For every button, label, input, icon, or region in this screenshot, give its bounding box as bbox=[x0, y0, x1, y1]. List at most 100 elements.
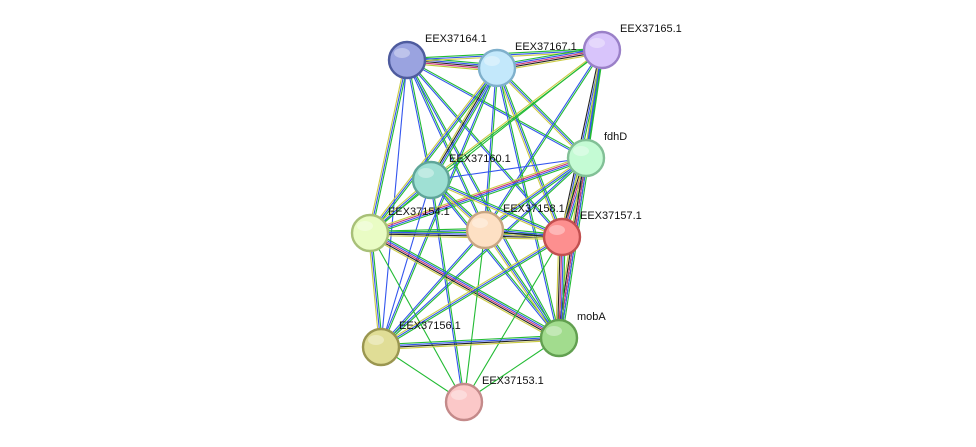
node-moba[interactable]: mobA bbox=[539, 311, 606, 358]
node-label: EEX37157.1 bbox=[580, 210, 642, 222]
edge-line bbox=[381, 338, 560, 349]
edge-line bbox=[430, 48, 602, 180]
edge-line bbox=[380, 335, 559, 346]
edge-line bbox=[369, 234, 562, 240]
edge-eex37158-1-moba bbox=[483, 228, 561, 340]
edge-line bbox=[405, 60, 559, 339]
node-eex37158-1[interactable]: EEX37158.1 bbox=[465, 203, 565, 250]
node-fdhd[interactable]: fdhD bbox=[566, 131, 627, 178]
edge-line bbox=[431, 68, 499, 181]
edge-line bbox=[497, 67, 561, 338]
node-highlight bbox=[573, 146, 589, 156]
node-circle[interactable] bbox=[582, 30, 622, 70]
node-label: EEX37154.1 bbox=[388, 206, 450, 218]
node-eex37164-1[interactable]: EEX37164.1 bbox=[387, 33, 487, 80]
edge-eex37167-1-fdhd bbox=[495, 66, 588, 160]
edge-eex37154-1-moba bbox=[368, 229, 561, 342]
edge-line bbox=[429, 180, 559, 339]
edge-line bbox=[380, 236, 563, 348]
node-label: EEX37158.1 bbox=[503, 203, 565, 215]
edge-line bbox=[463, 236, 563, 403]
node-label: EEX37153.1 bbox=[482, 375, 544, 387]
edge-line bbox=[484, 157, 587, 231]
node-circle[interactable] bbox=[477, 48, 517, 88]
edge-line bbox=[380, 336, 559, 347]
edge-line bbox=[370, 68, 499, 235]
edge-line bbox=[495, 68, 586, 160]
edge-line bbox=[369, 155, 586, 232]
node-circle[interactable] bbox=[387, 40, 427, 80]
node-highlight bbox=[418, 168, 434, 178]
edge-line bbox=[369, 156, 586, 233]
edge-line bbox=[483, 230, 559, 340]
edge-line bbox=[368, 235, 558, 342]
node-highlight bbox=[546, 326, 562, 336]
edge-eex37160-1-eex37156-1 bbox=[380, 179, 432, 348]
edge-line bbox=[380, 59, 408, 348]
edge-line bbox=[485, 228, 561, 338]
node-eex37165-1[interactable]: EEX37165.1 bbox=[582, 23, 682, 70]
node-circle[interactable] bbox=[444, 382, 484, 422]
edge-line bbox=[463, 229, 486, 403]
node-highlight bbox=[451, 390, 467, 400]
node-highlight bbox=[472, 218, 488, 228]
edge-line bbox=[370, 231, 563, 237]
node-eex37160-1[interactable]: EEX37160.1 bbox=[411, 153, 511, 200]
node-highlight bbox=[589, 38, 605, 48]
edge-line bbox=[496, 67, 587, 159]
node-label: EEX37164.1 bbox=[425, 33, 487, 45]
edge-line bbox=[369, 49, 603, 234]
edge-line bbox=[369, 232, 465, 403]
node-eex37157-1[interactable]: EEX37157.1 bbox=[542, 210, 642, 257]
edge-line bbox=[430, 179, 563, 238]
edge-line bbox=[406, 60, 586, 160]
node-eex37153-1[interactable]: EEX37153.1 bbox=[444, 375, 544, 422]
edge-line bbox=[483, 67, 497, 230]
node-eex37156-1[interactable]: EEX37156.1 bbox=[361, 320, 461, 367]
edge-line bbox=[484, 229, 560, 339]
node-circle[interactable] bbox=[361, 327, 401, 367]
node-eex37154-1[interactable]: EEX37154.1 bbox=[350, 206, 450, 253]
edge-line bbox=[407, 59, 487, 230]
node-circle[interactable] bbox=[539, 318, 579, 358]
edge-line bbox=[370, 159, 587, 236]
edge-eex37164-1-eex37158-1 bbox=[405, 59, 487, 231]
node-highlight bbox=[549, 225, 565, 235]
edge-line bbox=[405, 60, 485, 231]
edge-line bbox=[497, 66, 588, 158]
node-circle[interactable] bbox=[542, 217, 582, 257]
edge-line bbox=[380, 179, 432, 348]
node-label: EEX37165.1 bbox=[620, 23, 682, 35]
node-label: EEX37167.1 bbox=[515, 41, 577, 53]
node-circle[interactable] bbox=[465, 210, 505, 250]
edge-eex37156-1-moba bbox=[380, 335, 560, 350]
node-highlight bbox=[484, 56, 500, 66]
edge-line bbox=[369, 67, 498, 234]
edge-line bbox=[381, 237, 564, 349]
node-circle[interactable] bbox=[566, 138, 606, 178]
edge-line bbox=[485, 50, 604, 231]
node-circle[interactable] bbox=[411, 160, 451, 200]
edge-line bbox=[369, 59, 408, 234]
node-eex37167-1[interactable]: EEX37167.1 bbox=[477, 41, 577, 88]
edge-eex37165-1-eex37154-1 bbox=[369, 49, 603, 234]
edge-eex37158-1-eex37156-1 bbox=[379, 229, 487, 348]
edge-line bbox=[369, 233, 562, 239]
edge-eex37164-1-eex37156-1 bbox=[380, 59, 408, 348]
edge-eex37165-1-eex37158-1 bbox=[483, 49, 604, 231]
edge-eex37160-1-eex37153-1 bbox=[429, 179, 466, 403]
edge-line bbox=[371, 60, 410, 234]
edge-eex37164-1-eex37154-1 bbox=[367, 59, 410, 234]
edge-eex37164-1-eex37157-1 bbox=[405, 59, 564, 238]
edge-line bbox=[405, 60, 562, 238]
node-circle[interactable] bbox=[350, 213, 390, 253]
edge-eex37158-1-eex37153-1 bbox=[463, 229, 486, 403]
edge-line bbox=[407, 59, 564, 237]
edge-line bbox=[431, 178, 563, 237]
edge-line bbox=[381, 339, 560, 350]
node-highlight bbox=[368, 335, 384, 345]
node-label: mobA bbox=[577, 311, 606, 323]
edge-eex37154-1-eex37153-1 bbox=[369, 232, 465, 403]
